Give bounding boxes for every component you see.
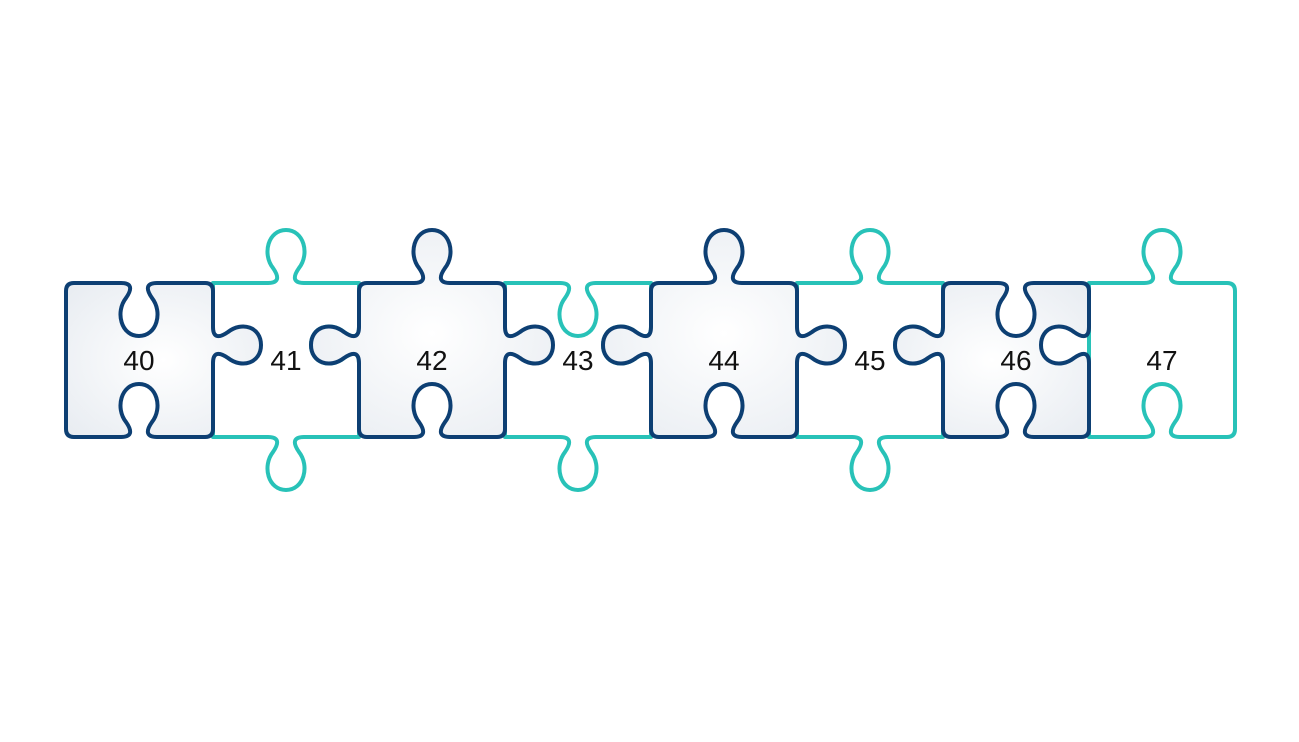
puzzle-piece-40: [64, 281, 263, 439]
piece-label-40: 40: [123, 345, 154, 376]
puzzle-piece-47: [1087, 228, 1237, 439]
piece-label-41: 41: [270, 345, 301, 376]
piece-label-45: 45: [854, 345, 885, 376]
piece-label-42: 42: [416, 345, 447, 376]
puzzle-piece-42: [309, 228, 555, 439]
piece-label-43: 43: [562, 345, 593, 376]
puzzle-piece-44: [601, 228, 847, 439]
puzzle-piece-43: [503, 281, 653, 492]
puzzle-piece-46: [893, 281, 1091, 439]
piece-label-47: 47: [1146, 345, 1177, 376]
piece-label-44: 44: [708, 345, 739, 376]
piece-label-46: 46: [1000, 345, 1031, 376]
